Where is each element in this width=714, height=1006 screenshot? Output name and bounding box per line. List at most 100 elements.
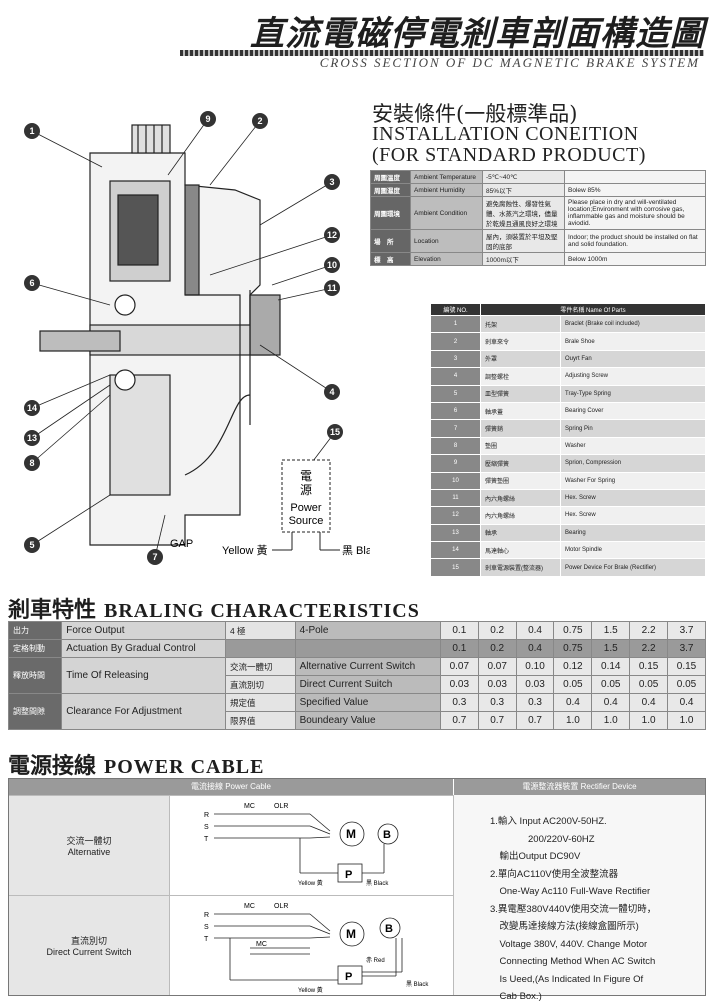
- part-name-en: Hex. Screw: [560, 506, 706, 525]
- braking-value: 0.1: [439, 639, 479, 658]
- condition-cn: 周圍環境: [370, 196, 411, 230]
- condition-note: Below 1000m: [564, 252, 706, 266]
- page-title-cn: 直流電磁停電剎車剖面構造圖: [250, 14, 705, 54]
- braking-sub-cn: 4 極: [224, 621, 296, 640]
- svg-text:7: 7: [152, 552, 157, 562]
- svg-text:12: 12: [327, 230, 337, 240]
- braking-value: 0.03: [439, 675, 479, 694]
- braking-sub-en: [294, 639, 441, 658]
- braking-sub-cn: 規定值: [224, 693, 296, 712]
- braking-value: 1.0: [629, 711, 669, 730]
- braking-value: 0.4: [515, 639, 555, 658]
- part-name-en: Hex. Screw: [560, 488, 706, 508]
- braking-value: 0.07: [439, 657, 479, 676]
- page-title-en: CROSS SECTION OF DC MAGNETIC BRAKE SYSTE…: [319, 55, 700, 70]
- part-name-en: Adjusting Screw: [560, 367, 706, 386]
- braking-value: 0.15: [667, 657, 706, 676]
- condition-value: 85%以下: [482, 183, 565, 197]
- braking-value: 1.0: [591, 711, 631, 730]
- braking-value: 0.05: [591, 675, 631, 694]
- part-name-cn: 剎車電源裝置(整流器): [480, 558, 561, 577]
- braking-label-en: Clearance For Adjustment: [61, 693, 226, 730]
- condition-en: Location: [410, 229, 483, 253]
- ac-switch-label-en: Alternative: [67, 847, 111, 857]
- gap-label: GAP: [170, 538, 193, 550]
- callout-3: 3: [324, 174, 340, 190]
- svg-text:黑 Black: 黑 Black: [406, 981, 429, 988]
- part-number: 10: [430, 471, 481, 490]
- svg-text:R: R: [204, 812, 209, 819]
- part-number: 9: [430, 454, 481, 473]
- callout-5: 5: [24, 537, 40, 553]
- part-name-en: Sprion, Compression: [560, 454, 706, 473]
- callout-markers: 1 9 2 3 12 10 11 6 4 14 13 8 5 7 15: [24, 111, 343, 565]
- svg-text:11: 11: [327, 283, 337, 293]
- installation-title-en-line1: INSTALLATION CONEITION: [372, 123, 639, 145]
- part-name-cn: 外罩: [480, 349, 561, 369]
- rectifier-header: 電源整流器裝置 Rectifier Device: [453, 779, 705, 795]
- condition-value: -5℃~40℃: [482, 170, 565, 184]
- part-name-en: Washer For Spring: [560, 471, 706, 490]
- rectifier-note-line: 200/220V-60HZ: [490, 833, 595, 845]
- installation-title-en-line2: (FOR STANDARD PRODUCT): [372, 144, 646, 166]
- braking-value: 0.4: [591, 693, 631, 712]
- part-name-cn: 壓縮彈簧: [480, 454, 561, 473]
- part-number: 6: [430, 401, 481, 421]
- braking-value: 0.12: [553, 657, 593, 676]
- dc-switch-label-cn: 直流別切: [70, 936, 107, 946]
- braking-label-en: Actuation By Gradual Control: [61, 639, 226, 658]
- part-name-cn: 軸承蓋: [480, 401, 561, 421]
- braking-sub-cn: 限界值: [224, 711, 296, 730]
- part-number: 12: [430, 506, 481, 525]
- part-name-cn: 剎車來令: [480, 332, 561, 351]
- svg-text:10: 10: [327, 260, 337, 270]
- condition-value: 屋內，須裝置於平坦及堅固的底部: [482, 229, 565, 253]
- part-name-en: Ouyrt Fan: [560, 349, 706, 369]
- braking-value: 0.7: [439, 711, 479, 730]
- svg-text:Source: Source: [289, 515, 324, 527]
- braking-value: 3.7: [667, 639, 706, 658]
- svg-text:2: 2: [257, 116, 262, 126]
- svg-text:MC: MC: [256, 941, 267, 948]
- braking-value: 0.7: [477, 711, 517, 730]
- black-wire-label: 黑 Black: [342, 544, 370, 557]
- braking-value: 1.0: [553, 711, 593, 730]
- part-name-en: Brale Shoe: [560, 332, 706, 351]
- condition-cn: 標 高: [370, 252, 411, 266]
- ac-switch-label: 交流一體切 Alternative: [9, 795, 169, 895]
- part-name-en: Spring Pin: [560, 419, 706, 438]
- braking-sub-en: Direct Current Suitch: [294, 675, 441, 694]
- braking-label-cn: 定格制動: [7, 639, 63, 658]
- braking-value: 0.10: [515, 657, 555, 676]
- svg-text:S: S: [204, 824, 209, 831]
- svg-text:M: M: [346, 927, 356, 941]
- callout-10: 10: [324, 257, 340, 273]
- rectifier-note-line: One-Way Ac110 Full-Wave Rectifier: [490, 886, 651, 897]
- callout-15: 15: [327, 424, 343, 440]
- rectifier-note-line: Voltage 380V, 440V. Change Motor: [490, 938, 648, 950]
- part-name-cn: 墊圈: [480, 436, 561, 456]
- braking-value: 0.4: [629, 693, 669, 712]
- svg-text:3: 3: [329, 177, 334, 187]
- condition-cn: 周圍濕度: [370, 183, 411, 197]
- callout-8: 8: [24, 455, 40, 471]
- braking-value: 0.75: [553, 621, 593, 640]
- svg-text:T: T: [204, 936, 209, 943]
- part-name-cn: 內六角螺絲: [480, 506, 561, 525]
- yellow-wire-label: Yellow 黃: [222, 544, 267, 557]
- part-number: 1: [430, 314, 481, 334]
- svg-text:源: 源: [300, 483, 312, 497]
- svg-text:P: P: [345, 971, 352, 983]
